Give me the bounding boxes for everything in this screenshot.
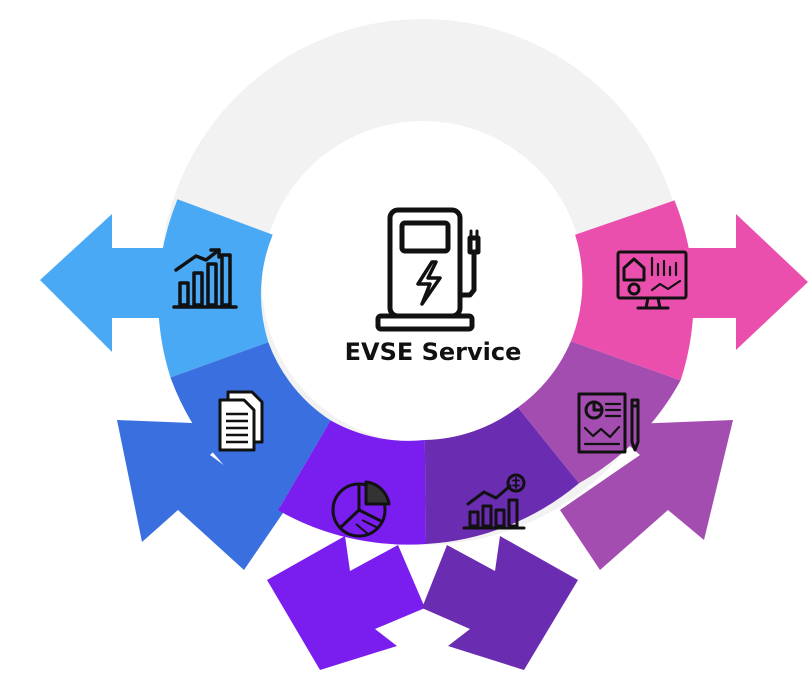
segment-right	[517, 341, 681, 484]
center-title: EVSE Service	[344, 338, 522, 366]
arrow-bottom-left	[267, 536, 425, 670]
arrow-left	[117, 420, 285, 570]
ev-charging-station-icon	[375, 207, 481, 332]
bar-chart-growth-icon	[172, 248, 238, 309]
analytics-dashboard-icon	[616, 250, 688, 310]
segment-top-right	[570, 200, 694, 381]
arrow-right	[560, 420, 733, 570]
report-document-icon	[577, 392, 640, 454]
arrow-bottom-right	[422, 536, 578, 670]
segment-bottom-right	[424, 407, 579, 544]
segment-bottom-left	[278, 420, 426, 545]
pie-chart-icon	[331, 480, 391, 538]
center-disc	[266, 125, 580, 439]
documents-icon	[218, 390, 264, 452]
financial-growth-icon	[462, 473, 526, 530]
